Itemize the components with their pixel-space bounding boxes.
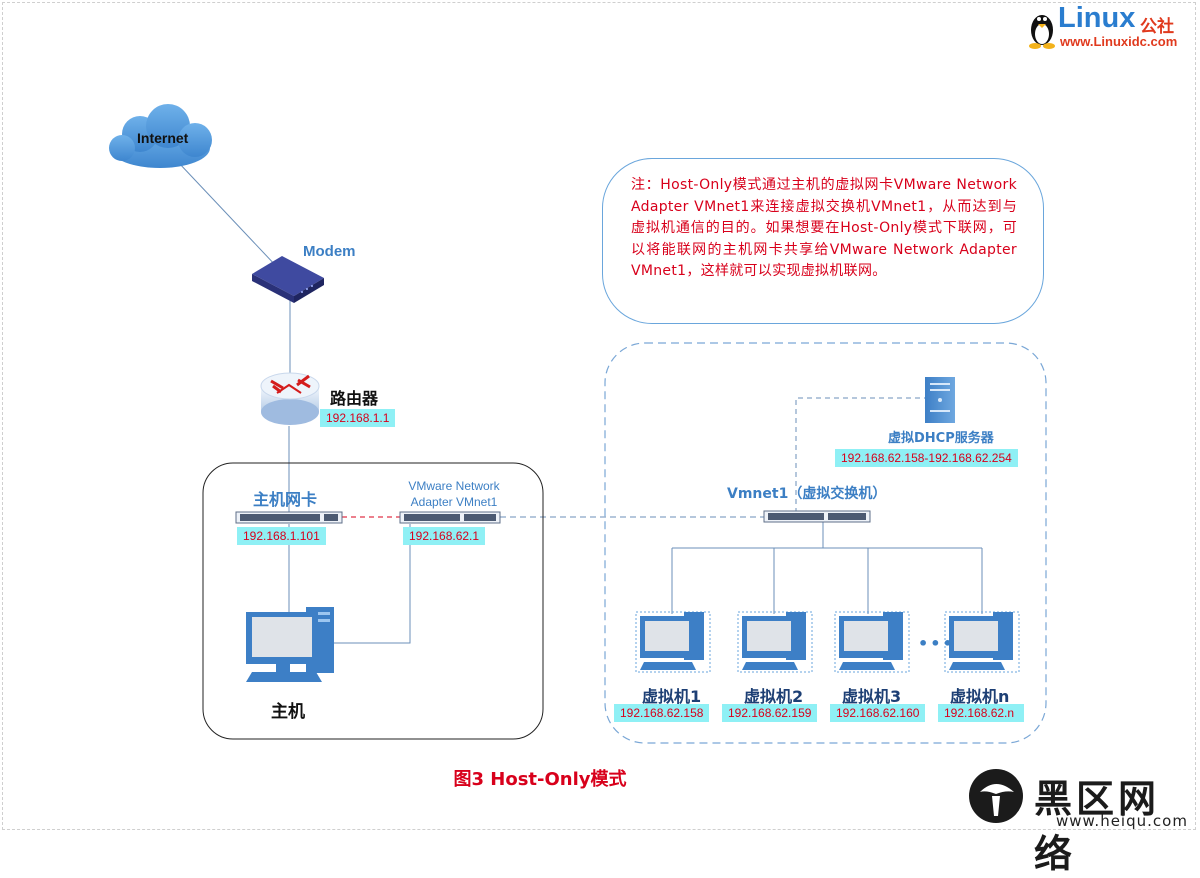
vmnet1-adapter-label: VMware Network Adapter VMnet1	[392, 478, 516, 510]
wire-adapter-host	[332, 524, 411, 644]
linux-brand-text: Linux	[1058, 2, 1136, 34]
linux-brand-suffix: 公社	[1140, 17, 1174, 37]
wire-dhcp-vswitch	[795, 397, 938, 512]
vmnet1-adapter-ip: 192.168.62.1	[403, 527, 486, 545]
vmn-ip: 192.168.62.n	[938, 704, 1025, 722]
vswitch-label: Vmnet1（虚拟交换机）	[727, 486, 887, 502]
linux-watermark: Linux 公社 www.Linuxidc.com	[1024, 2, 1196, 50]
internet-label: Internet	[137, 130, 189, 146]
host-nic-device-icon	[235, 511, 343, 524]
heiqu-logo-icon	[969, 769, 1023, 823]
router-icon	[260, 372, 320, 425]
page-frame	[2, 2, 1196, 830]
figure-caption: 图3 Host-Only模式	[0, 765, 1200, 791]
linux-watermark-url: www.Linuxidc.com	[1060, 34, 1178, 49]
vm1-label: 虚拟机1	[642, 687, 702, 706]
modem-icon	[252, 256, 324, 303]
vmnet1-adapter-label-line2: Adapter VMnet1	[410, 495, 498, 509]
connection-lines	[109, 15, 1055, 823]
modem-label: Modem	[303, 243, 356, 260]
router-label: 路由器	[330, 389, 379, 408]
heiqu-watermark: 黑区网络 www.heiqu.com	[960, 768, 1196, 876]
figure-caption-text: 图3 Host-Only模式	[453, 769, 627, 790]
host-nic-label: 主机网卡	[253, 490, 318, 509]
host-computer-icon	[246, 607, 334, 682]
penguin-logo-icon	[1029, 15, 1055, 49]
vm-ellipsis: •••	[918, 634, 955, 653]
host-box	[202, 462, 544, 740]
dhcp-server-label: 虚拟DHCP服务器	[888, 431, 994, 446]
vswitch-device-icon	[763, 510, 871, 523]
wire-internet-modem	[177, 161, 279, 269]
dhcp-range: 192.168.62.158-192.168.62.254	[835, 449, 1018, 467]
host-computer-label: 主机	[271, 702, 305, 722]
vm3-ip: 192.168.62.160	[830, 704, 926, 722]
heiqu-watermark-url: www.heiqu.com	[1056, 812, 1188, 830]
vmn-label: 虚拟机n	[950, 687, 1010, 706]
vmnet1-adapter-device-icon	[399, 511, 501, 524]
vm2-ip: 192.168.62.159	[722, 704, 818, 722]
router-ip: 192.168.1.1	[320, 409, 396, 427]
host-nic-ip: 192.168.1.101	[237, 527, 326, 545]
vmnet1-adapter-label-line1: VMware Network	[408, 479, 500, 493]
vm1-ip: 192.168.62.158	[614, 704, 710, 722]
vm2-label: 虚拟机2	[744, 687, 804, 706]
vm-computer-icons	[635, 611, 1020, 673]
dhcp-server-icon	[925, 377, 955, 423]
cloud-icon	[109, 104, 212, 168]
vm3-label: 虚拟机3	[842, 687, 902, 706]
note-box: 注：Host-Only模式通过主机的虚拟网卡VMware Network Ada…	[602, 158, 1044, 324]
